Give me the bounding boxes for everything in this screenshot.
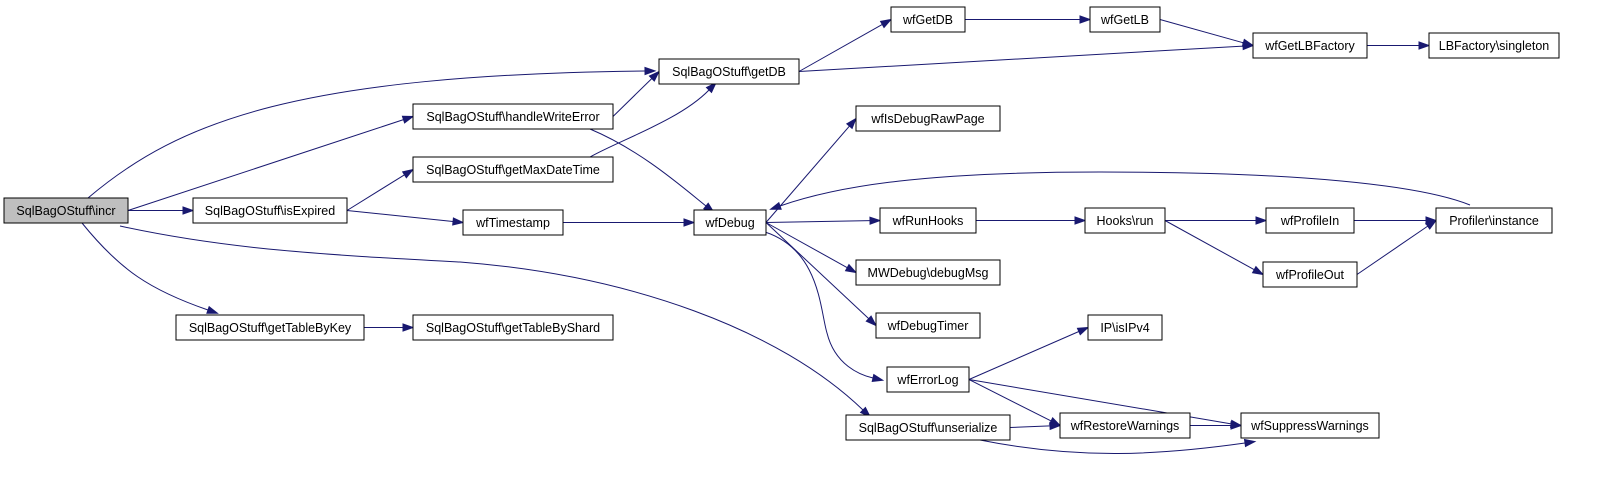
node-label: wfDebug [704,216,754,230]
node-wfErrorLog[interactable]: wfErrorLog [886,366,970,393]
node-label: SqlBagOStuff\getTableByShard [426,321,600,335]
node-incr[interactable]: SqlBagOStuff\incr [3,197,129,224]
edge-unserialize-to-wfSuppressWarnings [979,438,1257,455]
node-wfDebugTimer[interactable]: wfDebugTimer [875,312,981,339]
node-label: wfDebugTimer [887,319,969,333]
node-label: Hooks\run [1097,214,1154,228]
edge-wfGetLB-to-wfGetLBFactory [1159,19,1255,47]
node-label: wfRestoreWarnings [1070,419,1180,433]
edge-unserialize-to-wfRestoreWarnings [1009,421,1062,431]
node-label: wfSuppressWarnings [1250,419,1369,433]
node-label: SqlBagOStuff\getDB [672,65,786,79]
edge-getDB-to-wfGetDB [798,18,893,72]
node-label: SqlBagOStuff\isExpired [205,204,335,218]
edge-wfDebug-to-wfRunHooks [765,216,882,225]
edge-wfGetLBFactory-to-lbSingleton [1367,41,1431,50]
node-wfGetLBFactory[interactable]: wfGetLBFactory [1252,32,1368,59]
node-label: SqlBagOStuff\getTableByKey [189,321,352,335]
node-label: wfGetLBFactory [1264,39,1355,53]
edge-getMaxDateTime-to-getDB [589,81,718,158]
node-wfProfileIn[interactable]: wfProfileIn [1265,207,1355,234]
call-graph-edges [81,15,1471,455]
edge-getDB-to-wfGetLBFactory [798,41,1255,72]
node-label: wfRunHooks [892,214,964,228]
node-label: SqlBagOStuff\getMaxDateTime [426,163,600,177]
node-label: SqlBagOStuff\handleWriteError [426,110,599,124]
edge-incr-to-isExpired [128,206,195,215]
edge-wfDebug-to-debugMsg [765,222,858,274]
node-getMaxDateTime[interactable]: SqlBagOStuff\getMaxDateTime [412,156,614,183]
edge-isExpired-to-getMaxDateTime [346,168,415,211]
node-label: SqlBagOStuff\incr [16,204,115,218]
node-wfGetLB[interactable]: wfGetLB [1089,6,1161,33]
node-getTableByShard[interactable]: SqlBagOStuff\getTableByShard [412,314,614,341]
node-label: wfIsDebugRawPage [870,112,984,126]
edge-profilerInstance-to-wfDebug [769,171,1471,210]
node-isIPv4[interactable]: IP\isIPv4 [1087,314,1163,341]
node-wfRunHooks[interactable]: wfRunHooks [879,207,977,234]
edge-isExpired-to-wfTimestamp [346,210,465,226]
node-wfProfileOut[interactable]: wfProfileOut [1262,261,1358,288]
edge-wfTimestamp-to-wfDebug [563,218,696,227]
edge-getTableByKey-to-getTableByShard [364,323,415,332]
edge-wfGetDB-to-wfGetLB [965,15,1092,24]
node-getDB[interactable]: SqlBagOStuff\getDB [658,58,800,85]
edge-wfErrorLog-to-isIPv4 [968,326,1090,380]
node-label: LBFactory\singleton [1439,39,1550,53]
node-isExpired[interactable]: SqlBagOStuff\isExpired [192,197,348,224]
node-wfDebug[interactable]: wfDebug [693,209,767,236]
node-profilerInstance[interactable]: Profiler\instance [1435,207,1553,234]
edge-incr-to-handleWriteError [127,115,415,211]
node-wfRestoreWarnings[interactable]: wfRestoreWarnings [1059,412,1191,439]
node-lbSingleton[interactable]: LBFactory\singleton [1428,32,1560,59]
edge-incr-to-getTableByKey [81,222,219,314]
node-label: IP\isIPv4 [1100,321,1149,335]
call-graph-nodes: SqlBagOStuff\incr SqlBagOStuff\isExpired… [3,6,1560,441]
edge-wfProfileOut-to-profilerInstance [1356,219,1438,275]
node-label: SqlBagOStuff\unserialize [859,421,998,435]
node-label: MWDebug\debugMsg [868,266,989,280]
node-label: wfErrorLog [896,373,958,387]
edge-incr-to-getDB [87,66,657,199]
node-label: wfProfileOut [1275,268,1345,282]
node-wfTimestamp[interactable]: wfTimestamp [462,209,564,236]
node-label: wfTimestamp [475,216,550,230]
edge-hooksRun-to-wfProfileOut [1164,220,1265,276]
edge-wfRunHooks-to-hooksRun [976,216,1087,225]
edge-wfDebug-to-wfDebugTimer [765,222,878,327]
node-wfGetDB[interactable]: wfGetDB [890,6,966,33]
edge-wfRestoreWarnings-to-wfSuppressWarnings [1190,421,1243,430]
node-handleWriteError[interactable]: SqlBagOStuff\handleWriteError [412,103,614,130]
node-hooksRun[interactable]: Hooks\run [1084,207,1166,234]
node-wfIsDebugRawPage[interactable]: wfIsDebugRawPage [855,105,1001,132]
node-unserialize[interactable]: SqlBagOStuff\unserialize [845,414,1011,441]
edge-handleWriteError-to-getDB [612,70,661,117]
node-label: wfProfileIn [1280,214,1339,228]
edge-wfProfileIn-to-profilerInstance [1354,216,1438,225]
node-getTableByKey[interactable]: SqlBagOStuff\getTableByKey [175,314,365,341]
node-label: Profiler\instance [1449,214,1539,228]
edge-wfDebug-to-wfErrorLog [764,231,885,382]
node-label: wfGetLB [1100,13,1149,27]
node-wfSuppressWarnings[interactable]: wfSuppressWarnings [1240,412,1380,439]
node-label: wfGetDB [902,13,953,27]
node-debugMsg[interactable]: MWDebug\debugMsg [855,259,1001,286]
edge-hooksRun-to-wfProfileIn [1165,216,1268,225]
